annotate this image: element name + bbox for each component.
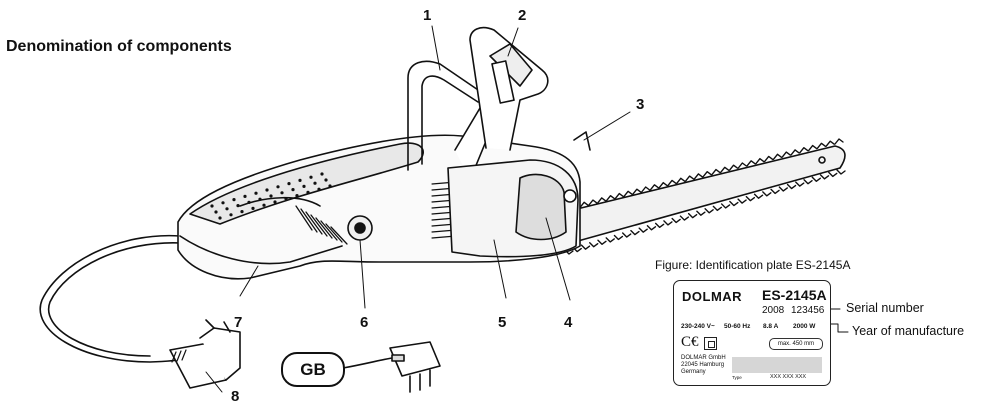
plate-address: DOLMAR GmbH 22045 Hamburg Germany — [681, 355, 726, 376]
plate-max-length: max. 450 mm — [769, 338, 823, 350]
grip-texture — [210, 172, 332, 220]
plate-address-line: Germany — [681, 369, 706, 375]
plate-frequency: 50-60 Hz — [724, 323, 751, 330]
label-6: 6 — [360, 314, 369, 331]
plate-caption: Figure: Identification plate ES-2145A — [655, 258, 851, 272]
label-3: 3 — [636, 96, 645, 113]
diagram-heading: Denomination of components — [6, 38, 232, 55]
sprocket-cover — [447, 131, 591, 258]
year-of-manufacture-callout: Year of manufacture — [852, 324, 965, 338]
plate-barcode-area — [732, 357, 822, 373]
serial-number-callout: Serial number — [846, 301, 924, 315]
plate-voltage: 230-240 V~ — [681, 323, 715, 330]
plate-current: 8.8 A — [763, 323, 779, 330]
plate-brand: DOLMAR — [682, 289, 743, 304]
plate-year: 2008 — [762, 305, 785, 316]
plate-type-value: XXX XXX XXX — [770, 374, 807, 380]
uk-plug — [342, 341, 441, 393]
label-8: 8 — [231, 388, 240, 405]
plate-model: ES-2145A — [762, 287, 827, 303]
plate-serial: 123456 — [791, 305, 825, 316]
ce-mark-icon: C€ — [681, 334, 699, 350]
label-7: 7 — [234, 314, 243, 331]
plate-type-label: Type — [732, 375, 742, 380]
label-2: 2 — [518, 7, 527, 24]
label-4: 4 — [564, 314, 573, 331]
gb-badge: GB — [281, 352, 345, 387]
oil-cap — [347, 215, 373, 241]
saw-chain — [544, 138, 846, 255]
label-5: 5 — [498, 314, 507, 331]
guide-bar — [539, 145, 846, 247]
motor-vents — [295, 205, 348, 245]
identification-plate: DOLMAR ES-2145A 2008 123456 230-240 V~ 5… — [673, 280, 831, 386]
label-1: 1 — [423, 7, 432, 24]
euro-plug — [169, 319, 241, 389]
plate-power: 2000 W — [793, 323, 816, 330]
plate-address-line: DOLMAR GmbH — [681, 355, 726, 361]
hand-guard — [469, 26, 549, 151]
double-insulation-icon — [704, 337, 717, 350]
plate-address-line: 22045 Hamburg — [681, 362, 725, 368]
